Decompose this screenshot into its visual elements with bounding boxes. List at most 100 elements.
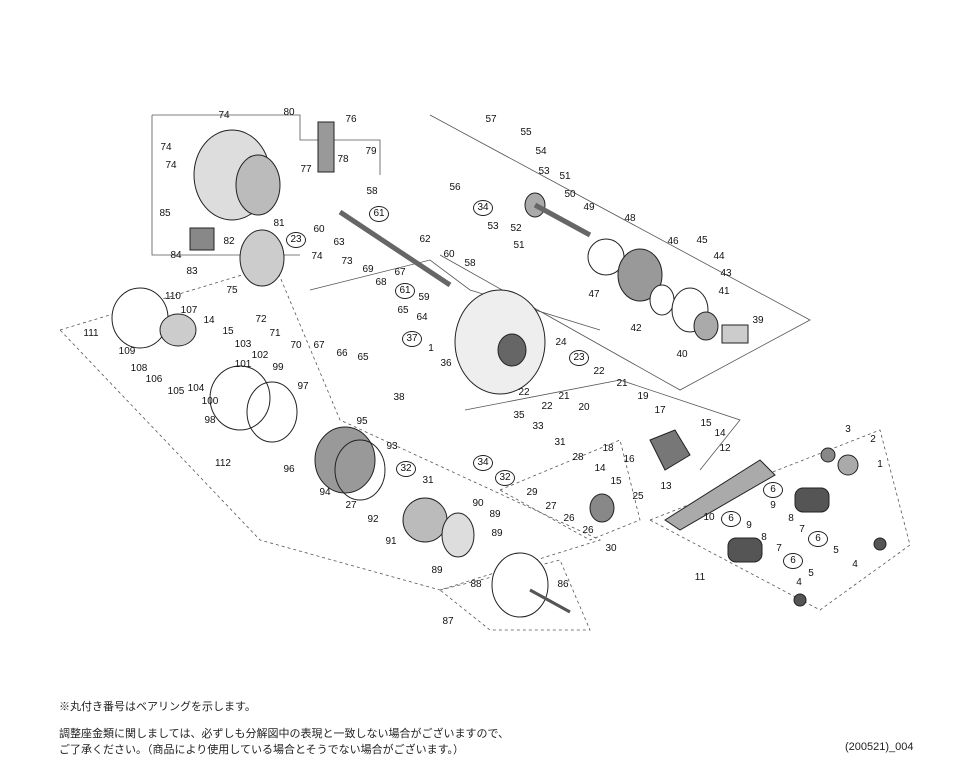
top-frame-boundary <box>152 114 381 175</box>
handle-arm-part <box>664 459 776 531</box>
part-number: 83 <box>186 266 198 277</box>
part-number: 43 <box>720 268 732 279</box>
part-number: 79 <box>365 146 377 157</box>
part-number: 9 <box>746 520 752 531</box>
sideplate-part <box>314 426 376 494</box>
part-number: 7 <box>799 524 805 535</box>
part-number: 73 <box>341 256 353 267</box>
part-number: 109 <box>118 346 136 357</box>
part-number: 21 <box>558 391 570 402</box>
part-number: 56 <box>449 182 461 193</box>
cover-plate-part <box>441 512 475 558</box>
part-number: 36 <box>440 358 452 369</box>
bearing-part-number: 23 <box>286 232 306 248</box>
part-number: 48 <box>624 213 636 224</box>
part-number: 66 <box>336 348 348 359</box>
part-number: 20 <box>578 402 590 413</box>
part-number: 102 <box>251 350 269 361</box>
part-number: 108 <box>130 363 148 374</box>
part-number: 52 <box>510 223 522 234</box>
part-number: 11 <box>694 572 706 583</box>
part-number: 35 <box>513 410 525 421</box>
part-number: 84 <box>170 250 182 261</box>
part-number: 15 <box>700 418 712 429</box>
part-number: 24 <box>555 337 567 348</box>
part-number: 69 <box>362 264 374 275</box>
part-number: 60 <box>313 224 325 235</box>
ring-part <box>693 311 719 341</box>
part-number: 58 <box>366 186 378 197</box>
part-number: 96 <box>283 464 295 475</box>
part-number: 104 <box>187 383 205 394</box>
bearing-part-number: 23 <box>569 350 589 366</box>
part-number: 46 <box>667 236 679 247</box>
part-number: 98 <box>204 415 216 426</box>
knob-cap-part <box>793 593 807 607</box>
part-number: 72 <box>255 314 267 325</box>
spool-group-boundary <box>309 259 601 331</box>
part-number: 97 <box>297 381 309 392</box>
part-number: 26 <box>563 513 575 524</box>
part-number: 54 <box>535 146 547 157</box>
part-number: 89 <box>491 528 503 539</box>
handle-group-boundary <box>649 429 911 611</box>
part-number: 112 <box>215 458 231 469</box>
part-number: 4 <box>796 577 802 588</box>
part-number: 1 <box>428 343 434 354</box>
part-number: 4 <box>852 559 858 570</box>
part-number: 92 <box>367 514 379 525</box>
star-drag-group-boundary <box>499 439 641 541</box>
part-number: 111 <box>83 328 99 339</box>
part-number: 63 <box>333 237 345 248</box>
part-number: 76 <box>345 114 357 125</box>
spool-flange-part <box>491 552 549 618</box>
part-number: 67 <box>313 340 325 351</box>
adjust-note-line1: 調整座金類に関しましては、必ずしも分解図中の表現と一致しない場合がございますので… <box>59 728 510 740</box>
bearing-part-number: 32 <box>495 470 515 486</box>
bearing-part-number: 37 <box>402 331 422 347</box>
part-number: 80 <box>283 107 295 118</box>
part-number: 14 <box>594 463 606 474</box>
bearing-part-number: 34 <box>473 455 493 471</box>
o-ring-part <box>334 439 386 501</box>
handle-knob-part <box>794 487 830 513</box>
part-number: 41 <box>718 286 730 297</box>
part-number: 13 <box>660 481 672 492</box>
part-number: 78 <box>337 154 349 165</box>
part-number: 75 <box>226 285 238 296</box>
part-number: 71 <box>269 328 281 339</box>
part-number: 15 <box>610 476 622 487</box>
part-number: 107 <box>180 305 198 316</box>
part-number: 94 <box>319 487 331 498</box>
part-number: 74 <box>311 251 323 262</box>
frame-sideplate-part <box>235 154 281 216</box>
part-number: 88 <box>470 579 482 590</box>
part-number: 101 <box>234 359 252 370</box>
part-number: 74 <box>165 160 177 171</box>
part-number: 31 <box>554 437 566 448</box>
part-number: 10 <box>703 512 715 523</box>
bearing-part-number: 32 <box>396 461 416 477</box>
part-number: 81 <box>273 218 285 229</box>
part-number: 17 <box>654 405 666 416</box>
part-number: 47 <box>588 289 600 300</box>
part-number: 55 <box>520 127 532 138</box>
part-number: 105 <box>167 386 185 397</box>
part-number: 110 <box>165 291 181 302</box>
ring-part <box>246 381 298 443</box>
part-number: 3 <box>845 424 851 435</box>
part-number: 39 <box>752 315 764 326</box>
part-number: 91 <box>385 536 397 547</box>
part-number: 44 <box>713 251 725 262</box>
plate-part <box>239 229 285 287</box>
part-number: 2 <box>870 434 876 445</box>
part-number: 74 <box>160 142 172 153</box>
bearing-part-number: 6 <box>783 553 803 569</box>
part-number: 64 <box>416 312 428 323</box>
spool-shaft-group-boundary <box>439 559 591 631</box>
part-number: 21 <box>616 378 628 389</box>
part-number: 7 <box>776 543 782 554</box>
part-number: 15 <box>222 326 234 337</box>
part-number: 65 <box>397 305 409 316</box>
washer-part <box>649 284 675 316</box>
